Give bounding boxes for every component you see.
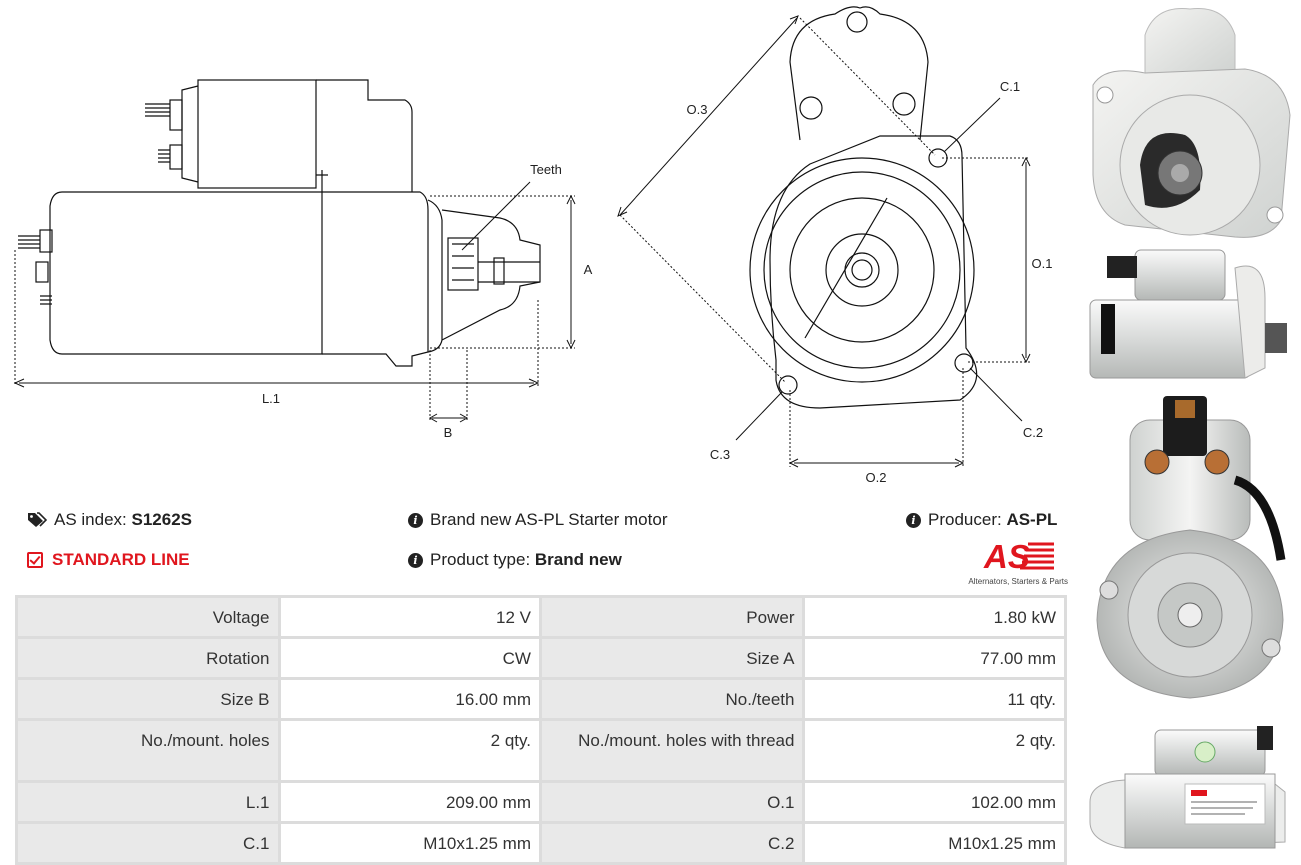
spec-label: C.2 [541,824,803,862]
as-index: AS index: S1262S [27,510,192,530]
tags-icon [28,512,47,527]
side-view-diagram: Teeth A L.1 B [13,79,593,440]
logo-tagline: Alternators, Starters & Parts [968,577,1068,586]
hole-c2 [954,353,974,373]
checkbox-icon [27,552,43,568]
product-photo-label-side[interactable] [1085,722,1295,852]
dim-o1-label: O.1 [1032,256,1053,271]
as-pl-logo: AS Alternators, Starters & Parts [962,538,1068,586]
motor-housing-outer [749,157,975,383]
table-row: No./mount. holes 2 qty. No./mount. holes… [18,721,1064,780]
spec-label: No./mount. holes with thread [541,721,803,780]
dim-c3-label: C.3 [710,447,730,462]
mounting-flange [769,135,978,409]
spec-value: 12 V [280,598,539,636]
table-row: C.1 M10x1.25 mm C.2 M10x1.25 mm [18,824,1064,862]
solenoid-body [197,79,317,189]
logo-mark: AS [983,538,1054,575]
hole-c3 [778,375,798,395]
table-row: L.1 209.00 mm O.1 102.00 mm [18,783,1064,821]
spec-value: 16.00 mm [280,680,539,718]
specification-table: Voltage 12 V Power 1.80 kW Rotation CW S… [15,595,1067,865]
product-photo-side[interactable] [1085,248,1295,388]
spec-value: 77.00 mm [805,639,1064,677]
spec-label: Size A [541,639,803,677]
spec-label: Size B [18,680,278,718]
table-row: Rotation CW Size A 77.00 mm [18,639,1064,677]
producer-value: AS-PL [1006,510,1058,529]
table-row: Size B 16.00 mm No./teeth 11 qty. [18,680,1064,718]
producer-label: Producer: [928,510,1002,529]
dim-c2-label: C.2 [1023,425,1043,440]
spec-value: CW [280,639,539,677]
as-index-label: AS index: [54,510,127,529]
description-text: Brand new AS-PL Starter motor [430,510,668,529]
spec-value: 2 qty. [805,721,1064,780]
front-view-diagram: O.3 C.1 O.1 C.2 C.3 O.2 [617,6,1053,485]
spec-value: 11 qty. [805,680,1064,718]
info-icon: i [408,512,423,528]
top-flange [789,6,929,141]
spec-value: 1.80 kW [805,598,1064,636]
dim-l1-label: L.1 [262,391,280,406]
dim-a-label: A [584,262,593,277]
product-photo-rear[interactable] [1085,390,1295,710]
spec-value: 2 qty. [280,721,539,780]
spec-label: O.1 [541,783,803,821]
product-type-label: Product type: [430,550,531,569]
spec-label: L.1 [18,783,278,821]
spec-label: C.1 [18,824,278,862]
standard-line-label: STANDARD LINE [52,550,190,569]
spec-value: 102.00 mm [805,783,1064,821]
dim-b-label: B [444,425,453,440]
info-icon: i [906,512,921,528]
as-index-value: S1262S [131,510,193,529]
producer: i Producer: AS-PL [906,510,1057,530]
table-row: Voltage 12 V Power 1.80 kW [18,598,1064,636]
product-type-value: Brand new [534,550,622,569]
standard-line-badge: STANDARD LINE [27,550,190,570]
spec-label: No./mount. holes [18,721,278,780]
spec-label: Power [541,598,803,636]
spec-label: Voltage [18,598,278,636]
dim-c1-label: C.1 [1000,79,1020,94]
spec-label: Rotation [18,639,278,677]
motor-body [49,191,323,355]
spec-label: No./teeth [541,680,803,718]
spec-value: M10x1.25 mm [805,824,1064,862]
dim-o3-label: O.3 [687,102,708,117]
spec-value: 209.00 mm [280,783,539,821]
info-icon: i [408,552,423,568]
teeth-label: Teeth [530,162,562,177]
product-description: i Brand new AS-PL Starter motor [408,510,667,530]
spec-value: M10x1.25 mm [280,824,539,862]
product-type: i Product type: Brand new [408,550,622,570]
dim-o2-label: O.2 [866,470,887,485]
product-photo-front[interactable] [1085,5,1295,250]
